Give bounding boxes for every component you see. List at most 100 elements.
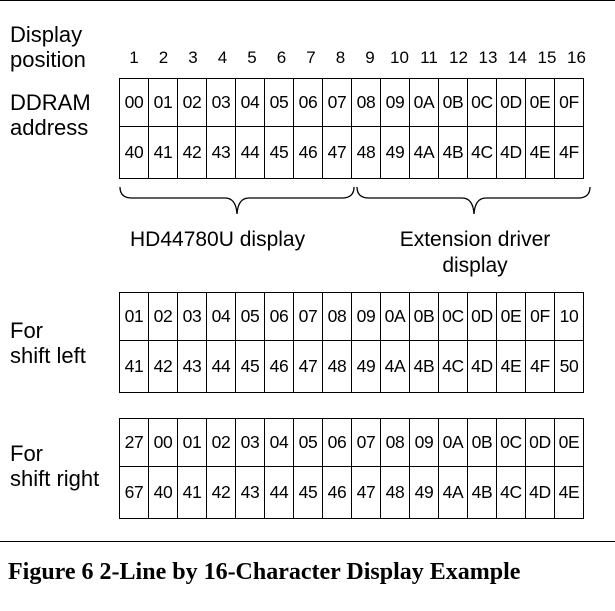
- address-cell: 4B: [467, 466, 497, 519]
- ddram-address-label-line2: address: [10, 115, 89, 140]
- address-cell: 4E: [554, 466, 584, 519]
- display-position-number: 2: [158, 48, 169, 67]
- display-position-number: 16: [567, 48, 586, 67]
- address-cell: 4F: [525, 340, 555, 393]
- shift-left-label: For shift left: [10, 318, 86, 368]
- address-cell: 00: [148, 418, 178, 467]
- display-position-number: 3: [188, 48, 198, 67]
- address-cell: 0C: [496, 418, 526, 467]
- address-cell: 4A: [438, 466, 468, 519]
- display-position-number: 13: [478, 48, 498, 67]
- address-cell: 0C: [467, 78, 497, 127]
- address-cell: 43: [235, 466, 265, 519]
- address-cell: 4A: [409, 126, 439, 179]
- address-cell: 44: [235, 126, 265, 179]
- extension-driver-brace: [356, 186, 591, 215]
- address-cell: 0E: [496, 292, 526, 341]
- address-cell: 03: [177, 292, 207, 341]
- address-cell: 42: [148, 340, 178, 393]
- display-position-number: 9: [365, 48, 375, 67]
- address-cell: 09: [409, 418, 439, 467]
- address-cell: 4D: [525, 466, 555, 519]
- address-cell: 08: [322, 292, 352, 341]
- address-cell: 47: [293, 340, 323, 393]
- address-cell: 46: [264, 340, 294, 393]
- address-cell: 04: [206, 292, 236, 341]
- address-cell: 06: [322, 418, 352, 467]
- address-cell: 48: [322, 340, 352, 393]
- extension-driver-label-line2: display: [442, 254, 508, 277]
- address-cell: 49: [409, 466, 439, 519]
- display-position-number: 14: [508, 48, 527, 67]
- address-cell: 43: [177, 340, 207, 393]
- address-cell: 07: [322, 78, 352, 127]
- display-position-label-line2: position: [10, 47, 86, 72]
- address-cell: 07: [293, 292, 323, 341]
- address-cell: 08: [351, 78, 381, 127]
- address-cell: 4C: [496, 466, 526, 519]
- ddram-address-label: DDRAM address: [10, 90, 91, 140]
- address-cell: 4E: [496, 340, 526, 393]
- address-cell: 07: [351, 418, 381, 467]
- ddram-address-label-line1: DDRAM: [10, 90, 91, 115]
- display-position-number: 5: [247, 48, 257, 67]
- address-cell: 0D: [496, 78, 526, 127]
- address-cell: 47: [322, 126, 352, 179]
- address-cell: 0C: [438, 292, 468, 341]
- address-cell: 01: [177, 418, 207, 467]
- hd44780u-display-label: HD44780U display: [130, 228, 306, 251]
- extension-driver-display-label: Extension driver display: [380, 227, 570, 279]
- address-cell: 4F: [554, 126, 584, 179]
- display-position-number: 1: [129, 48, 139, 67]
- address-cell: 4C: [467, 126, 497, 179]
- figure-caption: Figure 6 2-Line by 16-Character Display …: [8, 559, 521, 585]
- caption-divider: [0, 541, 615, 542]
- address-cell: 0D: [525, 418, 555, 467]
- address-cell: 46: [293, 126, 323, 179]
- address-cell: 4D: [496, 126, 526, 179]
- address-cell: 67: [119, 466, 149, 519]
- address-cell: 41: [177, 466, 207, 519]
- address-cell: 0B: [467, 418, 497, 467]
- address-cell: 43: [206, 126, 236, 179]
- address-cell: 46: [322, 466, 352, 519]
- address-cell: 4E: [525, 126, 555, 179]
- address-cell: 0D: [467, 292, 497, 341]
- shift-right-label-line1: For: [10, 441, 43, 466]
- address-cell: 05: [293, 418, 323, 467]
- display-position-number: 11: [420, 48, 438, 67]
- address-cell: 06: [264, 292, 294, 341]
- extension-driver-label-line1: Extension driver: [399, 228, 551, 251]
- address-cell: 08: [380, 418, 410, 467]
- address-cell: 05: [264, 78, 294, 127]
- address-cell: 45: [235, 340, 265, 393]
- address-cell: 42: [206, 466, 236, 519]
- display-position-number: 4: [217, 48, 228, 67]
- address-cell: 40: [148, 466, 178, 519]
- address-cell: 04: [235, 78, 265, 127]
- address-cell: 05: [235, 292, 265, 341]
- address-cell: 01: [119, 292, 149, 341]
- address-cell: 4C: [438, 340, 468, 393]
- address-cell: 49: [351, 340, 381, 393]
- display-position-label-line1: Display: [10, 22, 83, 47]
- top-border: [0, 0, 615, 1]
- address-cell: 0B: [409, 292, 439, 341]
- shift-left-label-line1: For: [10, 318, 43, 343]
- address-cell: 0F: [554, 78, 584, 127]
- address-cell: 0A: [380, 292, 410, 341]
- address-cell: 42: [177, 126, 207, 179]
- address-cell: 09: [351, 292, 381, 341]
- address-cell: 41: [119, 340, 149, 393]
- address-cell: 45: [264, 126, 294, 179]
- address-cell: 0E: [525, 78, 555, 127]
